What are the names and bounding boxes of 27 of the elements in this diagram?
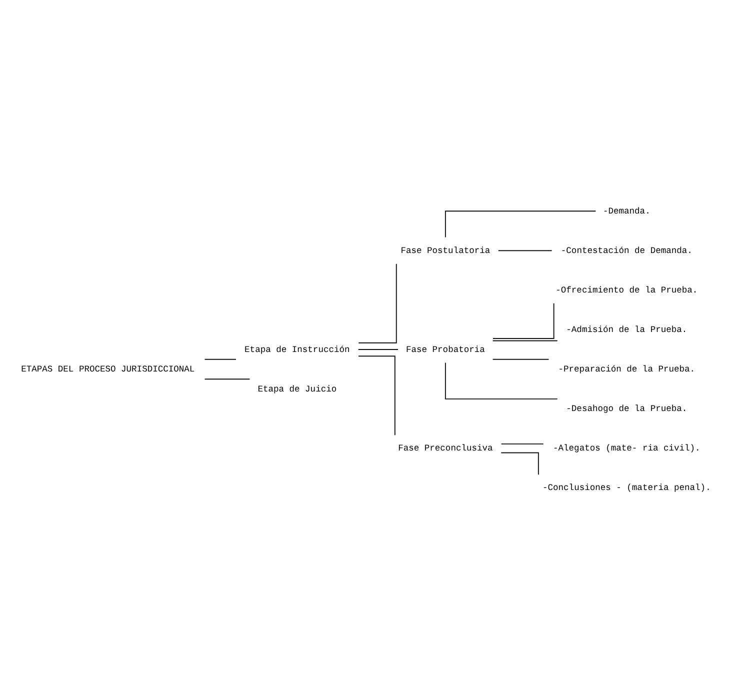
connector <box>358 348 398 350</box>
node-text: -Admisión de la Prueba. <box>566 324 688 334</box>
connector <box>500 442 544 444</box>
connector <box>204 358 236 360</box>
connector <box>444 362 558 399</box>
connector <box>204 378 250 380</box>
node-text: Etapa de Instrucción <box>244 344 350 354</box>
connector <box>358 355 396 436</box>
node-text: Fase Postulatoria <box>400 245 490 256</box>
node-text: -Contestación de Demanda. <box>560 245 692 256</box>
node-text: Fase Preconclusiva <box>398 443 493 454</box>
node-text: -Desahogo de la Prueba. <box>566 404 688 414</box>
connector <box>500 452 539 475</box>
node-text: Fase Probatoria <box>406 344 485 354</box>
node-text: -Preparación de la Prueba. <box>558 364 696 374</box>
node-text: Etapa de Juicio <box>258 384 337 394</box>
node-text: -Conclusiones - (materia penal). <box>542 482 711 493</box>
connector <box>492 340 558 341</box>
connector <box>358 262 397 343</box>
node-text: -Demanda. <box>603 206 650 216</box>
connector <box>492 302 554 338</box>
connector <box>444 210 596 238</box>
node-text: -Ofrecimiento de la Prueba. <box>556 284 698 295</box>
node-text: -Alegatos (mate- ria civil). <box>553 443 700 454</box>
connector <box>498 250 552 251</box>
node-text: ETAPAS DEL PROCESO JURISDICCIONAL <box>21 364 195 374</box>
connector <box>492 358 550 360</box>
